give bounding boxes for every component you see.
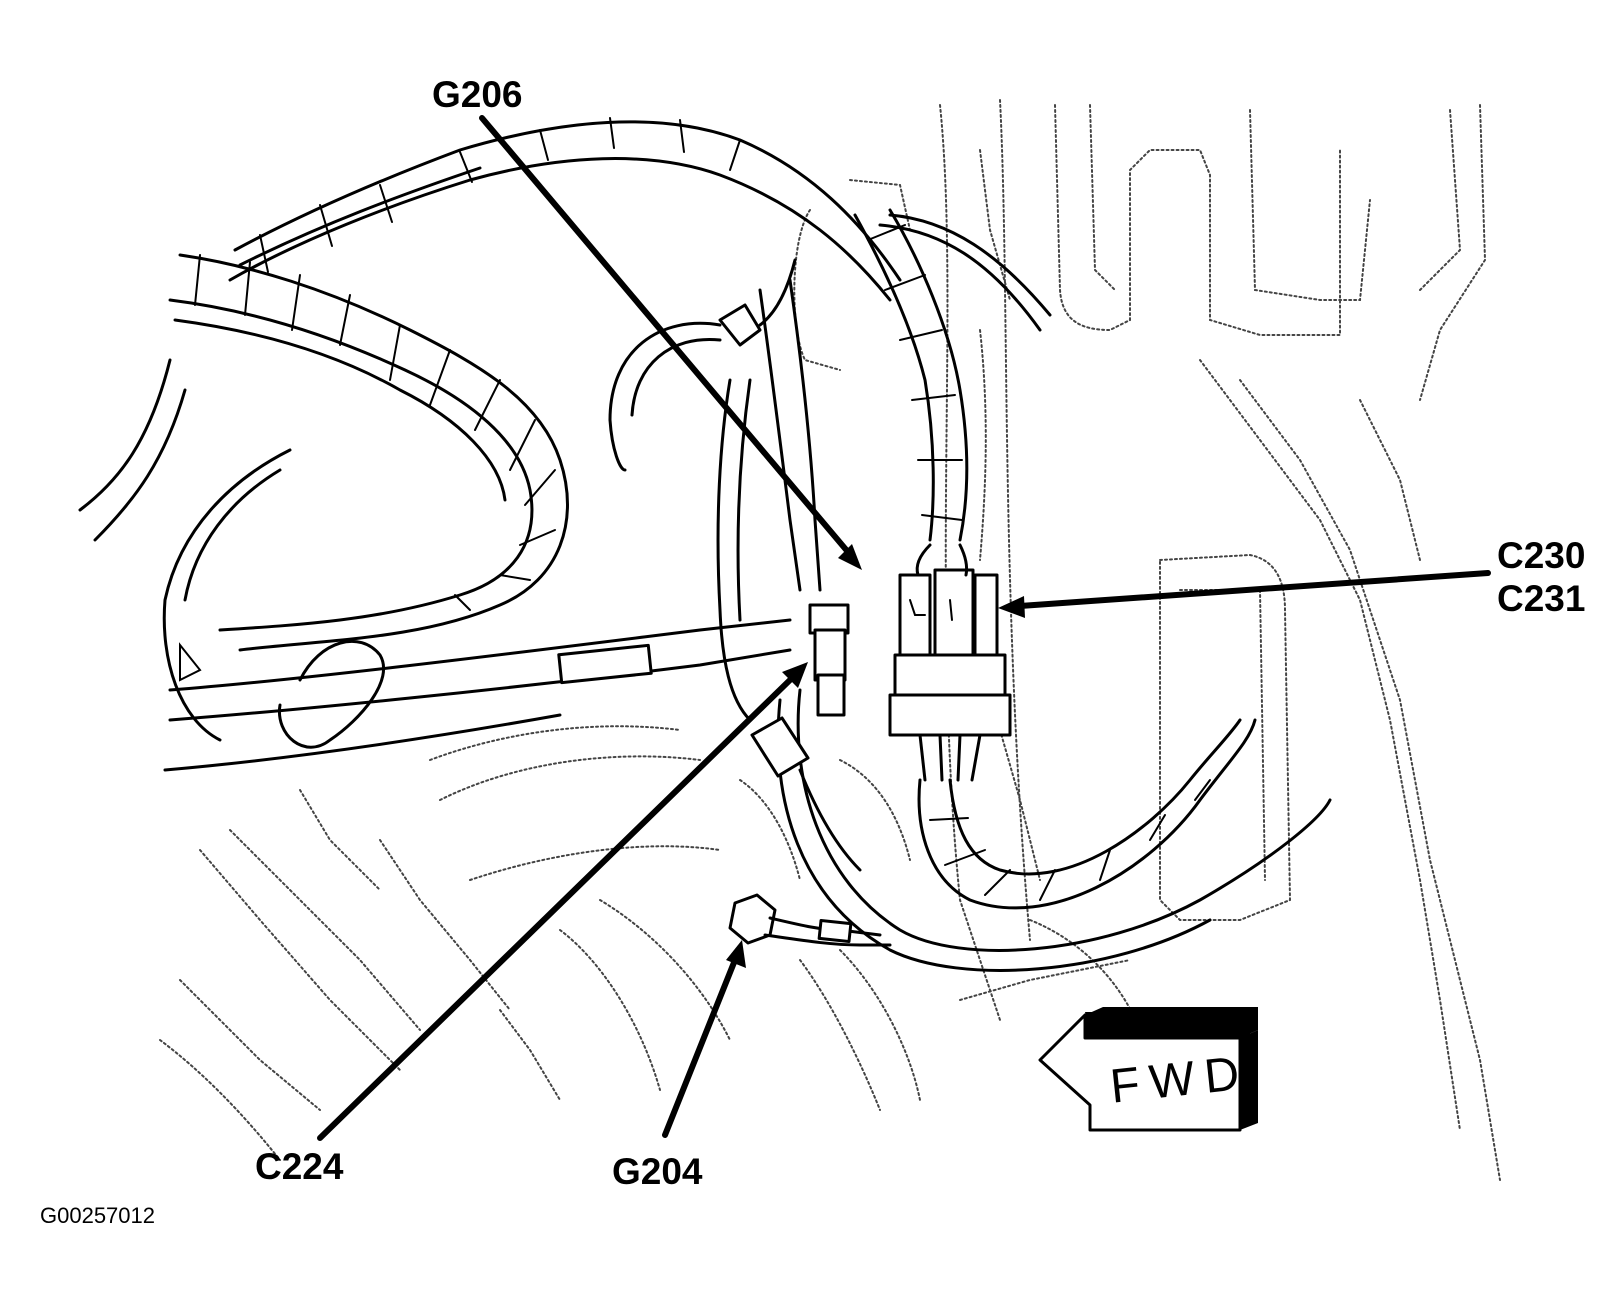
fwd-arrow [1038,1007,1258,1132]
c231-label: C231 [1497,578,1586,619]
g204-leader [662,957,738,1138]
c224-arrowhead [782,662,808,688]
g206-arrowhead [838,544,862,570]
g204-arrowhead [726,940,746,968]
c224-leader [317,677,793,1141]
g206-label: G206 [432,74,523,115]
figure-id: G00257012 [40,1203,155,1228]
callout-leaders [317,115,1491,1141]
c224-label: C224 [255,1146,344,1187]
c230-arrowhead [998,596,1025,618]
wiring-harness [78,117,1332,972]
g204-label: G204 [612,1151,703,1192]
c230-label: C230 [1497,535,1586,576]
c230-leader [1017,570,1491,609]
g206-leader [479,115,851,555]
